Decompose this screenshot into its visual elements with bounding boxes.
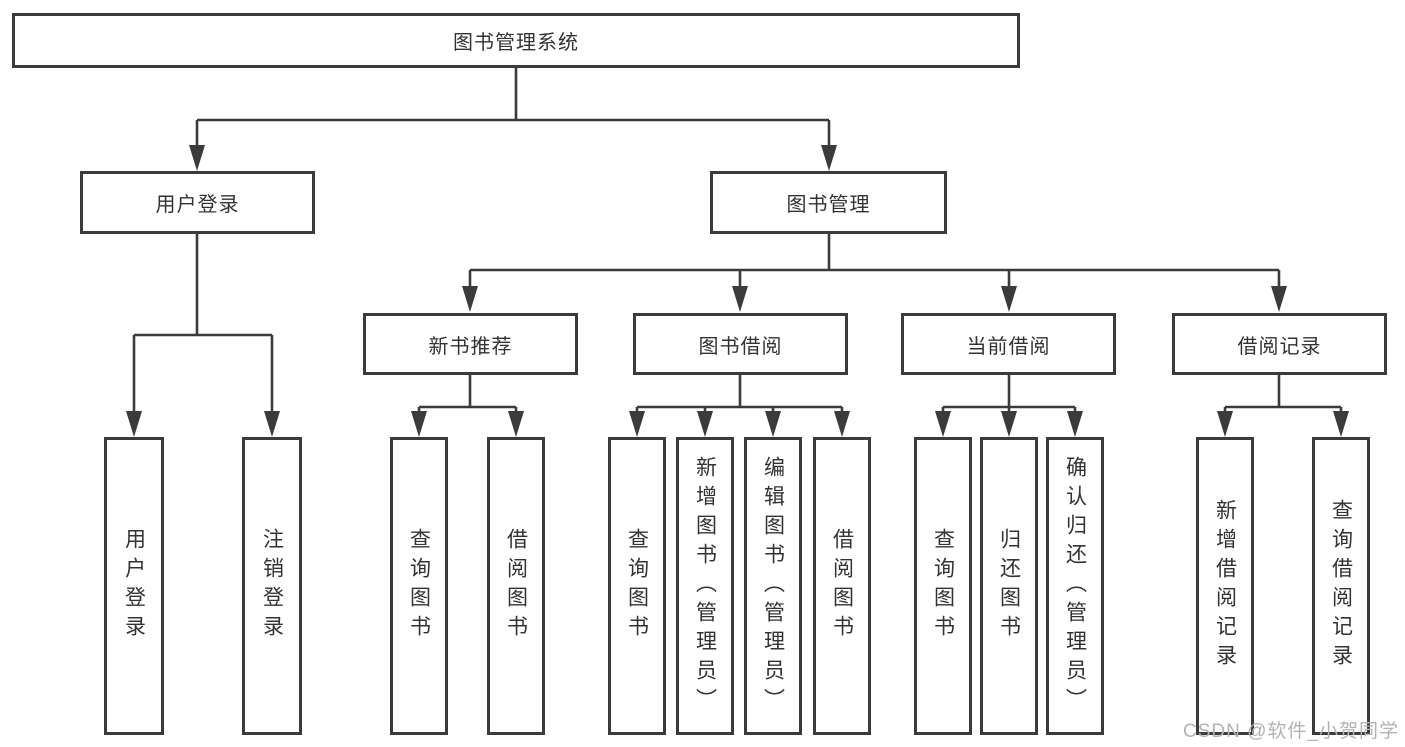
leaf-query-borrow-record: 查询借阅记录 [1312, 437, 1370, 735]
leaf-return-books: 归还图书 [980, 437, 1038, 735]
csdn-watermark: CSDN @软件_小贺同学 [1183, 721, 1399, 742]
leaf-label: 用户登录 [122, 528, 146, 644]
leaf-label: 注销登录 [260, 528, 284, 644]
node-book-borrow: 图书借阅 [633, 313, 848, 375]
leaf-borrow-books-1: 借阅图书 [487, 437, 545, 735]
leaf-label: 编辑图书（管理员） [761, 455, 785, 717]
leaf-label: 确认归还（管理员） [1063, 455, 1087, 717]
leaf-logout: 注销登录 [242, 437, 302, 735]
leaf-label: 借阅图书 [504, 528, 528, 644]
leaf-label: 查询借阅记录 [1329, 499, 1353, 673]
node-root: 图书管理系统 [12, 13, 1020, 68]
node-book-management: 图书管理 [710, 171, 947, 234]
leaf-label: 查询图书 [931, 528, 955, 644]
node-borrow-records: 借阅记录 [1172, 313, 1387, 375]
node-new-book-recommend: 新书推荐 [363, 313, 578, 375]
leaf-label: 新增借阅记录 [1213, 499, 1237, 673]
leaf-add-books-admin: 新增图书（管理员） [676, 437, 734, 735]
leaf-user-login: 用户登录 [104, 437, 164, 735]
leaf-query-books-1: 查询图书 [390, 437, 448, 735]
leaf-confirm-return-admin: 确认归还（管理员） [1046, 437, 1104, 735]
leaf-label: 新增图书（管理员） [693, 455, 717, 717]
leaf-borrow-books-2: 借阅图书 [813, 437, 871, 735]
node-user-login: 用户登录 [80, 171, 315, 234]
leaf-query-books-3: 查询图书 [914, 437, 972, 735]
leaf-label: 归还图书 [997, 528, 1021, 644]
leaf-query-books-2: 查询图书 [608, 437, 666, 735]
arrowhead-icons [126, 145, 1349, 437]
leaf-label: 查询图书 [625, 528, 649, 644]
leaf-edit-books-admin: 编辑图书（管理员） [744, 437, 802, 735]
leaf-add-borrow-record: 新增借阅记录 [1196, 437, 1254, 735]
leaf-label: 借阅图书 [830, 528, 854, 644]
leaf-label: 查询图书 [407, 528, 431, 644]
node-current-borrow: 当前借阅 [901, 313, 1116, 375]
